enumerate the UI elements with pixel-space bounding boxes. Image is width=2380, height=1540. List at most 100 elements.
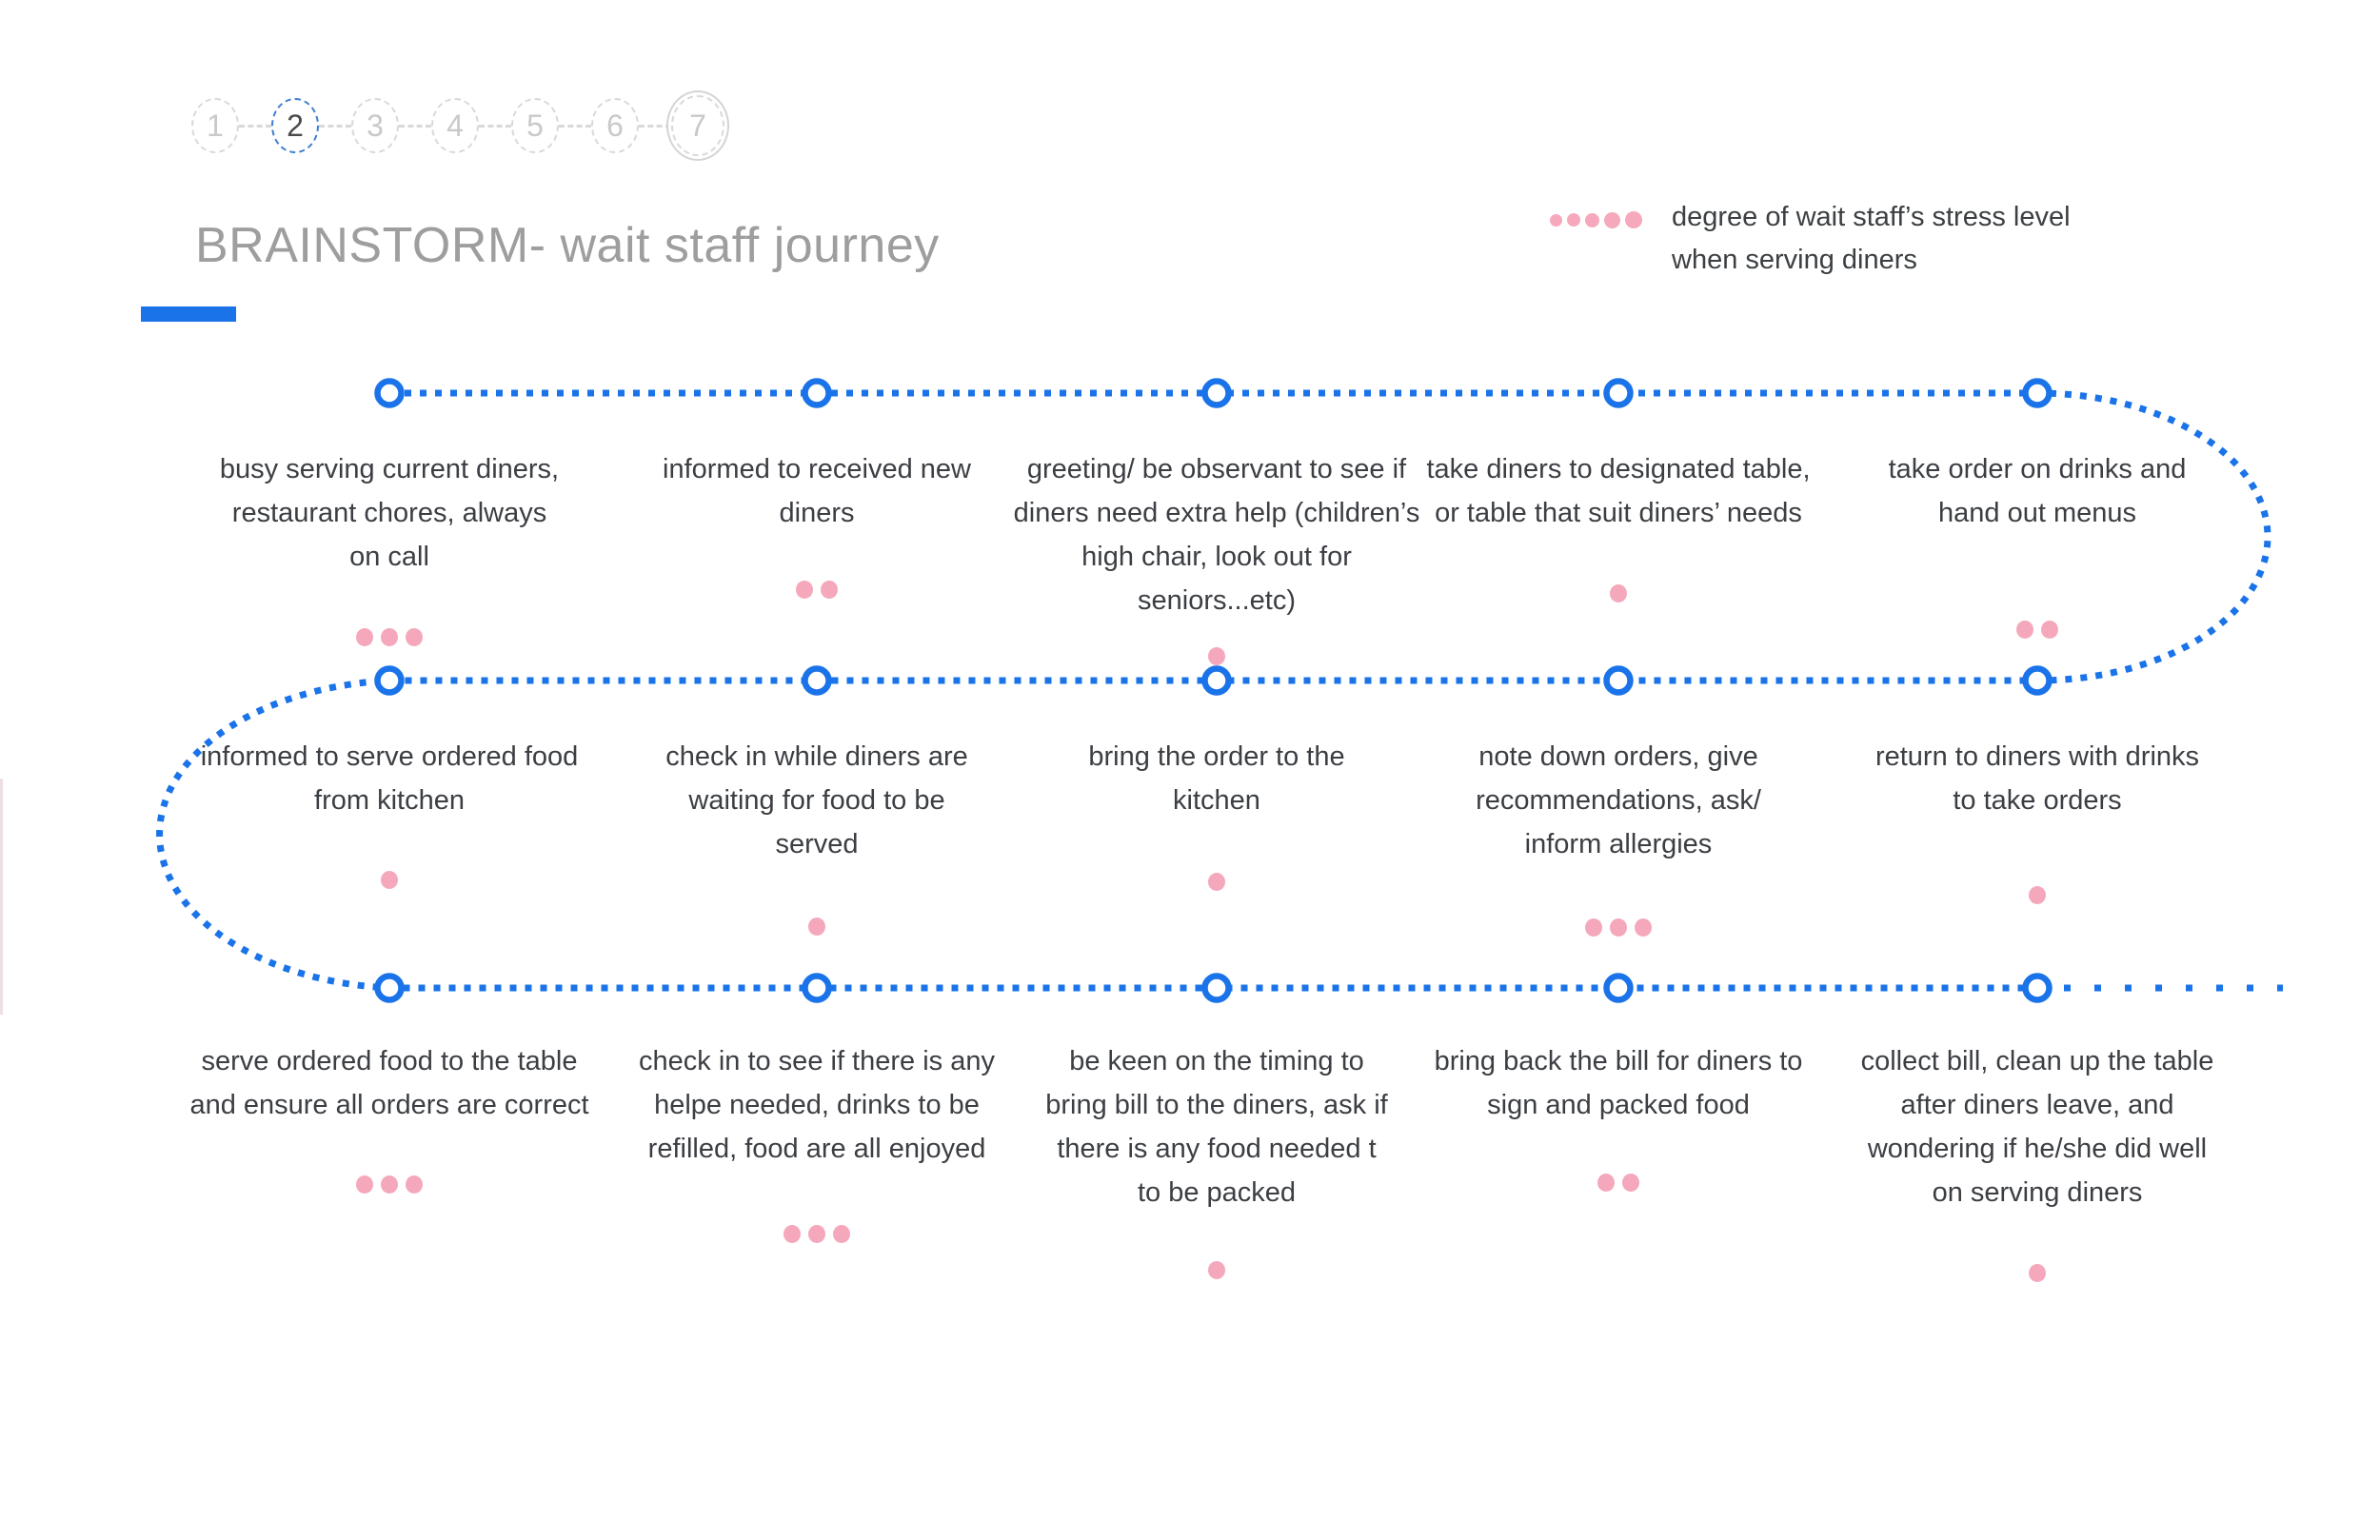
- journey-step-text: greeting/ be observant to see if diners …: [1013, 454, 1420, 616]
- journey-node: [1603, 665, 1634, 696]
- stress-dot: [381, 628, 398, 646]
- stress-dots: [1045, 1261, 1388, 1279]
- stress-dots: [1045, 873, 1388, 891]
- journey-node: [802, 665, 832, 696]
- journey-step: bring back the bill for diners to sign a…: [1418, 1039, 1818, 1192]
- stepper-step-3[interactable]: 3: [351, 98, 399, 153]
- stepper-step-4[interactable]: 4: [431, 98, 479, 153]
- journey-step: note down orders, give recommendations, …: [1438, 735, 1799, 937]
- journey-step-text: collect bill, clean up the table after d…: [1860, 1046, 2214, 1208]
- journey-step-text: note down orders, give recommendations, …: [1476, 741, 1761, 859]
- stress-dots: [1418, 584, 1818, 602]
- journey-step: take diners to designated table, or tabl…: [1418, 447, 1818, 602]
- journey-step-text: take diners to designated table, or tabl…: [1426, 454, 1811, 528]
- page-title: BRAINSTORM- wait staff journey: [195, 218, 940, 273]
- stepper-step-2[interactable]: 2: [271, 98, 319, 153]
- stress-dots: [655, 918, 979, 936]
- journey-step-text: check in while diners are waiting for fo…: [665, 741, 968, 859]
- stepper-step-7[interactable]: 7: [671, 95, 724, 156]
- stress-dot: [1208, 647, 1225, 665]
- stress-dot: [406, 628, 423, 646]
- journey-step: informed to serve ordered food from kitc…: [180, 735, 599, 889]
- journey-step-text: take order on drinks and hand out menus: [1888, 454, 2187, 528]
- stress-dot: [406, 1175, 423, 1194]
- stress-dot: [808, 918, 825, 936]
- journey-step: informed to received new diners: [660, 447, 974, 599]
- legend-label-line1: degree of wait staff’s stress level: [1672, 202, 2071, 232]
- stress-dots: [1012, 647, 1421, 665]
- stress-scale-dots: [1550, 211, 1647, 228]
- stress-dots: [626, 1225, 1007, 1243]
- stress-dots: [1438, 918, 1799, 937]
- stress-dot: [356, 628, 373, 646]
- stepper-connector: [639, 124, 671, 128]
- journey-step: be keen on the timing to bring bill to t…: [1045, 1039, 1388, 1279]
- stepper-step-1[interactable]: 1: [191, 98, 239, 153]
- stress-dot: [1610, 918, 1627, 937]
- stress-dots: [660, 581, 974, 599]
- stress-dots: [1854, 1264, 2221, 1282]
- journey-node: [374, 378, 405, 408]
- stepper-connector: [559, 124, 591, 128]
- journey-step-text: serve ordered food to the table and ensu…: [189, 1046, 589, 1120]
- stress-scale-dot: [1585, 212, 1599, 227]
- journey-step-text: bring the order to the kitchen: [1088, 741, 1345, 816]
- stress-dots: [180, 1175, 599, 1194]
- stress-dots: [1856, 621, 2218, 639]
- stress-dot: [833, 1225, 850, 1243]
- legend-label: degree of wait staff’s stress level when…: [1672, 196, 2071, 282]
- journey-node: [802, 973, 832, 1003]
- stress-dot: [796, 581, 813, 599]
- stress-dot: [1208, 873, 1225, 891]
- journey-step: busy serving current diners, restaurant …: [218, 447, 561, 646]
- legend-label-line2: when serving diners: [1672, 245, 1917, 275]
- journey-node: [1201, 378, 1232, 408]
- stepper-connector: [239, 124, 271, 128]
- journey-step-text: return to diners with drinks to take ord…: [1874, 741, 2200, 816]
- stress-dot: [381, 871, 398, 889]
- stress-scale-dot: [1567, 213, 1580, 227]
- stress-scale-dot: [1604, 211, 1620, 228]
- journey-node: [374, 665, 405, 696]
- journey-node: [374, 973, 405, 1003]
- stress-dot: [2041, 621, 2058, 639]
- stress-legend: degree of wait staff’s stress level when…: [1550, 196, 2071, 282]
- stress-dot: [783, 1225, 801, 1243]
- journey-step-text: bring back the bill for diners to sign a…: [1434, 1046, 1803, 1120]
- journey-step-text: be keen on the timing to bring bill to t…: [1045, 1046, 1388, 1208]
- stress-dots: [1861, 886, 2213, 904]
- stepper-connector: [319, 124, 351, 128]
- journey-step: check in to see if there is any helpe ne…: [626, 1039, 1007, 1243]
- stepper-step-5[interactable]: 5: [511, 98, 559, 153]
- stress-dots: [180, 871, 599, 889]
- stepper-connector: [479, 124, 511, 128]
- journey-step: collect bill, clean up the table after d…: [1854, 1039, 2221, 1282]
- stepper-step-6[interactable]: 6: [591, 98, 639, 153]
- stress-dot: [1610, 584, 1627, 602]
- stress-dot: [381, 1175, 398, 1194]
- stress-dot: [2029, 886, 2046, 904]
- journey-step-text: informed to serve ordered food from kitc…: [200, 741, 579, 816]
- stress-dot: [1622, 1174, 1639, 1192]
- journey-step: greeting/ be observant to see if diners …: [1012, 447, 1421, 665]
- left-edge-artifact: [0, 779, 3, 1015]
- stress-dot: [1585, 918, 1602, 937]
- journey-step: return to diners with drinks to take ord…: [1861, 735, 2213, 904]
- stress-dot: [1635, 918, 1652, 937]
- journey-step: serve ordered food to the table and ensu…: [180, 1039, 599, 1194]
- journey-step-text: informed to received new diners: [663, 454, 971, 528]
- journey-step-text: check in to see if there is any helpe ne…: [639, 1046, 995, 1164]
- journey-node: [1201, 665, 1232, 696]
- stress-dot: [821, 581, 838, 599]
- stress-dots: [218, 628, 561, 646]
- journey-step: take order on drinks and hand out menus: [1856, 447, 2218, 639]
- journey-step: check in while diners are waiting for fo…: [655, 735, 979, 936]
- stress-dot: [1597, 1174, 1615, 1192]
- stress-dot: [1208, 1261, 1225, 1279]
- stress-dot: [2016, 621, 2033, 639]
- stress-dot: [2029, 1264, 2046, 1282]
- title-underline-bar: [141, 306, 236, 322]
- journey-node: [1603, 378, 1634, 408]
